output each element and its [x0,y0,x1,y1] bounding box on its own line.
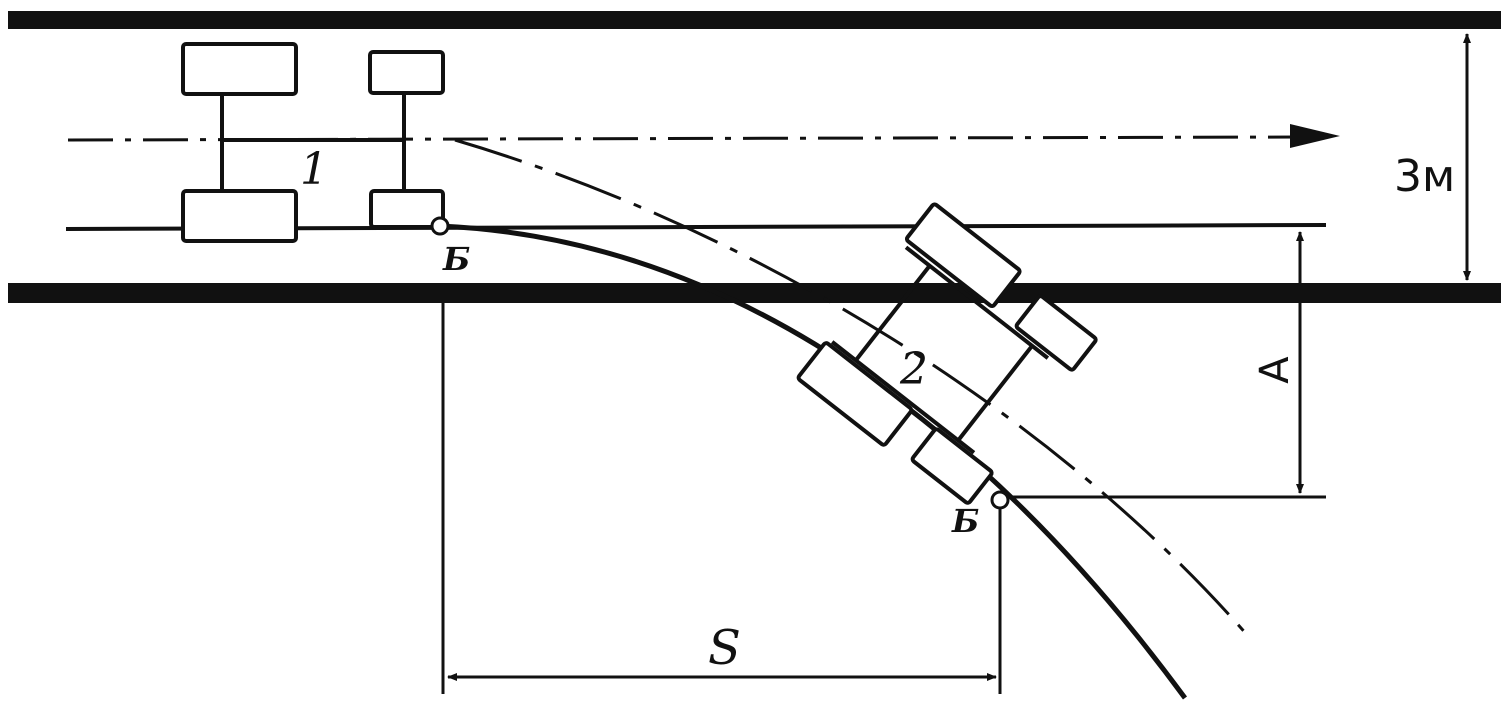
point-b-start-label: Б [442,240,470,278]
distance-s-label: S [708,620,741,676]
centerline-arrow [67,135,1301,142]
point-b-end-marker [990,490,1010,510]
point-b-end-label: Б [951,502,979,540]
vehicle-2 [796,202,1098,505]
vehicle-1-label: 1 [300,144,328,195]
centerline-trajectory [454,138,1250,637]
road-top-edge [8,11,1501,29]
vehicle-1 [181,42,445,243]
lane-width-label: 3м [1394,151,1455,202]
centerline-arrowhead [1290,124,1340,148]
point-b-start-marker [430,216,450,236]
offset-a-label: A [1252,356,1298,384]
vehicle-2-label: 2 [899,344,928,395]
road-bottom-edge [8,283,1501,303]
